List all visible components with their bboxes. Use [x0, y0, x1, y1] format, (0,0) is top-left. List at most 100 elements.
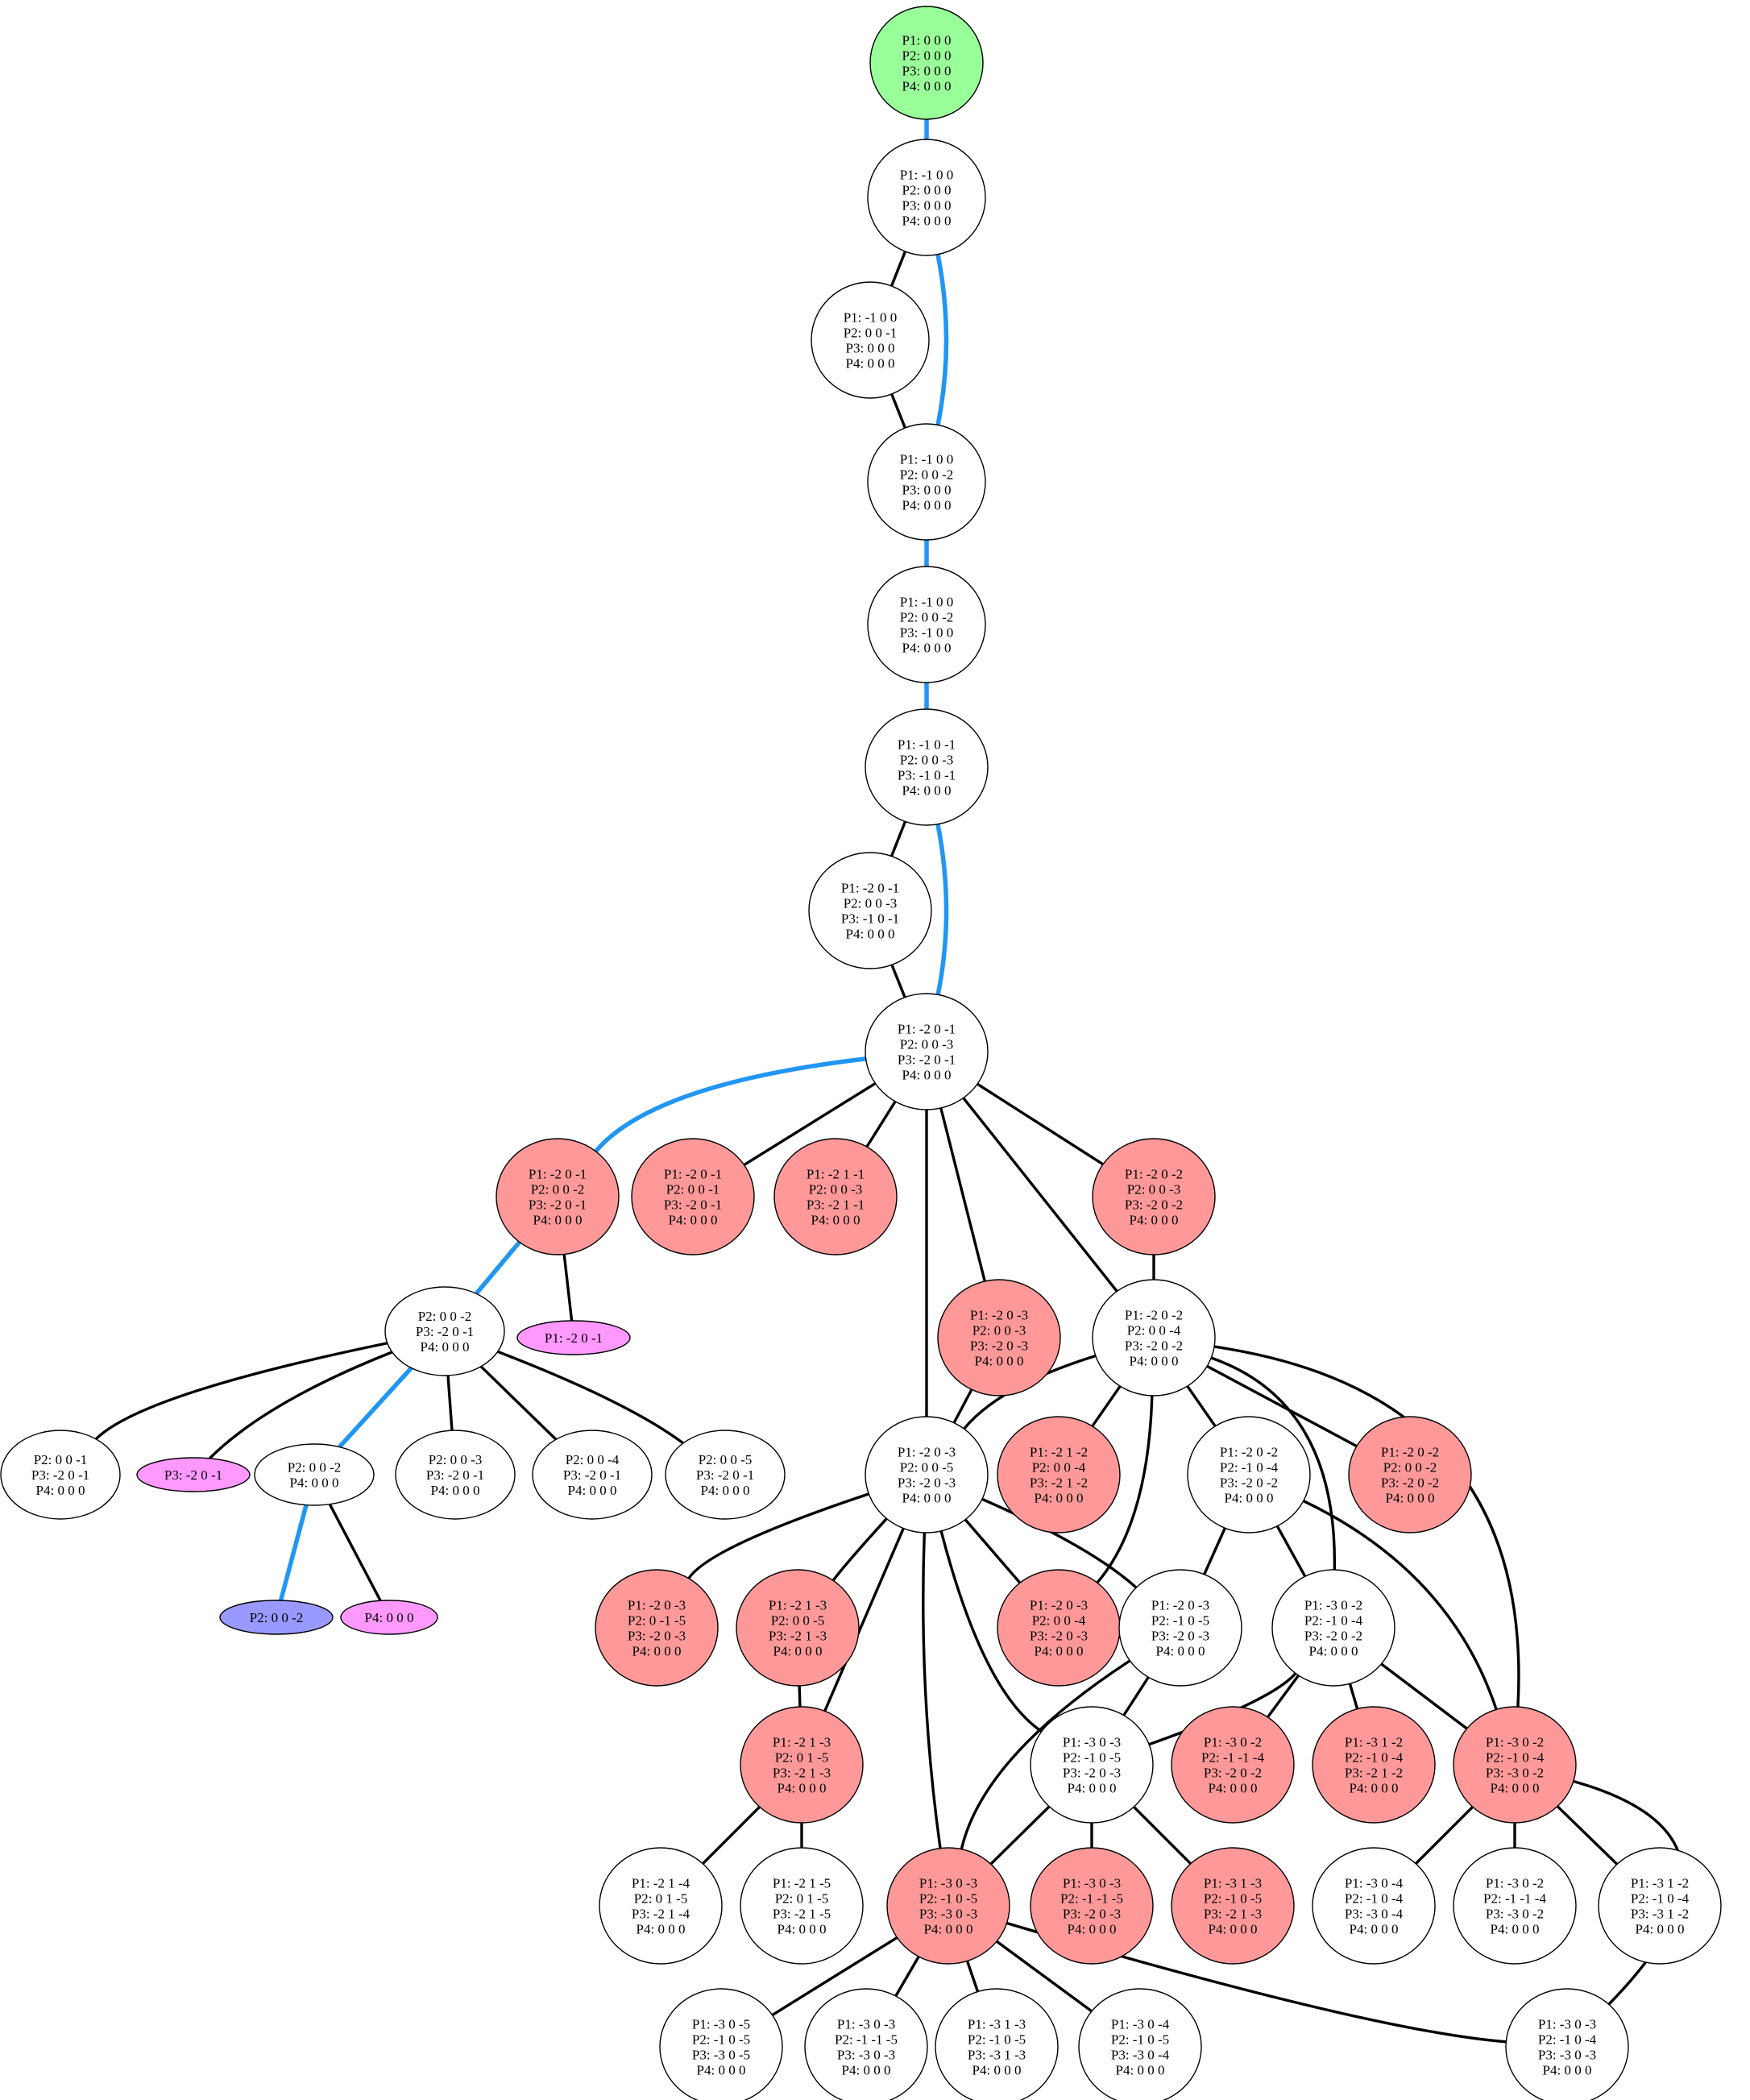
- node-label-line: P2: 0 1 -5: [775, 1891, 829, 1907]
- edge-n22-n31: [981, 1497, 1138, 1589]
- node-label-line: P3: -2 0 -1: [426, 1467, 484, 1483]
- state-node-n7: P1: -2 0 -1P2: 0 0 -3P3: -2 0 -1P4: 0 0 …: [865, 993, 989, 1110]
- state-node-n19: P2: 0 0 -3P3: -2 0 -1P4: 0 0 0: [395, 1430, 516, 1520]
- node-label-line: P3: -2 1 -3: [769, 1629, 827, 1644]
- state-node-n43: P1: -3 0 -4P2: -1 0 -4P3: -3 0 -4P4: 0 0…: [1312, 1847, 1436, 1965]
- node-shape-dead_end: [631, 1138, 755, 1255]
- node-label-line: P2: 0 0 -3: [844, 896, 898, 911]
- node-label-line: P4: 0 0 0: [902, 1068, 952, 1083]
- node-shape-default: [865, 993, 989, 1110]
- node-label-line: P4: 0 0 0: [1225, 1491, 1274, 1506]
- node-label-line: P1: -2 0 -3: [1151, 1598, 1209, 1613]
- edge-n12-n17: [208, 1351, 393, 1460]
- node-label-line: P2: 0 0 -3: [809, 1182, 863, 1197]
- node-label-line: P4: 0 0 0: [902, 498, 952, 513]
- node-shape-dead_end: [595, 1569, 719, 1687]
- node-shape-default: [659, 1988, 783, 2100]
- solution-edge-n5-n7: [935, 824, 949, 995]
- edge-n15-n25: [1206, 1364, 1358, 1448]
- node-label-line: P3: -2 0 -2: [1125, 1197, 1183, 1213]
- edge-n40-n49: [996, 1940, 1093, 2013]
- node-label-line: P2: 0 0 -2: [900, 610, 954, 625]
- state-node-n32: P1: -3 0 -2P2: -1 0 -4P3: -2 0 -2P4: 0 0…: [1271, 1569, 1395, 1687]
- node-label-line: P2: -1 0 -4: [1220, 1460, 1279, 1475]
- node-label-line: P3: -1 0 -1: [841, 911, 899, 927]
- node-label-line: P2: 0 0 -4: [1032, 1613, 1086, 1629]
- node-label-line: P4: 0 0 0: [637, 1922, 686, 1937]
- node-label-line: P1: -3 1 -2: [1631, 1876, 1689, 1891]
- node-label-line: P4: 0 0 0: [842, 2063, 891, 2078]
- node-label-line: P2: 0 0 -1: [666, 1182, 720, 1197]
- node-label-line: P2: 0 0 -5: [900, 1460, 954, 1475]
- node-label-line: P1: -2 0 -2: [1125, 1167, 1183, 1182]
- node-label-line: P2: -1 0 -4: [1304, 1613, 1363, 1629]
- node-shape-default: [1030, 1706, 1154, 1824]
- node-label-line: P4: 0 0 0: [902, 641, 952, 656]
- node-shape-default: [599, 1847, 723, 1965]
- edge-n7-n11: [977, 1082, 1104, 1166]
- node-label-line: P1: -3 0 -3: [837, 2017, 895, 2032]
- state-node-n26: P2: 0 0 -2: [219, 1600, 334, 1635]
- node-label-line: P3: 0 0 0: [846, 341, 895, 356]
- state-node-n30: P1: -2 0 -3P2: 0 0 -4P3: -2 0 -3P4: 0 0 …: [997, 1569, 1121, 1687]
- node-label-line: P2: 0 0 -2: [1383, 1460, 1437, 1475]
- node-label-line: P3: -2 0 -3: [1030, 1629, 1088, 1644]
- node-label-line: P4: 0 0 0: [902, 783, 952, 799]
- state-node-n40: P1: -3 0 -3P2: -1 0 -5P3: -3 0 -3P4: 0 0…: [886, 1847, 1010, 1965]
- state-node-n38: P1: -2 1 -4P2: 0 1 -5P3: -2 1 -4P4: 0 0 …: [599, 1847, 723, 1965]
- node-label-line: P1: -3 0 -3: [1538, 2017, 1596, 2032]
- node-label-line: P2: 0 0 -4: [1032, 1460, 1086, 1475]
- edge-n15-n32: [1210, 1356, 1336, 1571]
- node-label-line: P4: 0 0 0: [421, 1339, 470, 1355]
- state-node-n18: P2: 0 0 -2P4: 0 0 0: [254, 1443, 375, 1506]
- node-shape-default: [532, 1430, 653, 1520]
- node-label-line: P1: -3 0 -4: [1345, 1876, 1404, 1891]
- node-label-line: P1: -1 0 0: [844, 310, 898, 326]
- node-label-line: P4: 0 0 0: [1350, 1781, 1399, 1796]
- node-label-line: P3: -2 1 -2: [1030, 1475, 1088, 1491]
- node-shape-dead_end: [736, 1569, 860, 1687]
- state-node-n13: P1: -2 0 -1: [516, 1320, 631, 1355]
- node-label-line: P2: -1 0 -4: [1345, 1750, 1404, 1766]
- node-label-line: P3: -2 0 -2: [1125, 1338, 1183, 1354]
- edge-n29-n33: [798, 1685, 802, 1708]
- edge-n14-n22: [952, 1388, 973, 1424]
- node-label-line: P2: 0 0 -3: [900, 753, 954, 768]
- node-label-line: P3: -2 0 -1: [529, 1197, 587, 1213]
- node-label-line: P1: -2 0 -3: [970, 1308, 1028, 1323]
- node-shape-default: [867, 566, 986, 683]
- node-label-line: P4: 0 0 0: [924, 1922, 973, 1937]
- state-node-n5: P1: -1 0 -1P2: 0 0 -3P3: -1 0 -1P4: 0 0 …: [865, 708, 989, 826]
- solution-edge-n7-n8: [594, 1056, 866, 1153]
- edge-n31-n40: [960, 1659, 1131, 1850]
- node-label-line: P4: 0 0 0: [632, 1644, 682, 1659]
- node-label-line: P4: 0 0 0: [1130, 1213, 1179, 1228]
- edge-n37-n45: [1556, 1805, 1619, 1866]
- state-node-n3: P1: -1 0 0P2: 0 0 -2P3: 0 0 0P4: 0 0 0: [867, 423, 986, 541]
- node-label-line: P3: -3 0 -3: [1538, 2048, 1596, 2063]
- node-label-line: P4: 0 0 0: [568, 1483, 617, 1498]
- node-label-line: P4: 0 0 0: [1035, 1644, 1084, 1659]
- node-shape-default: [254, 1443, 375, 1506]
- node-shape-default: [1453, 1847, 1577, 1965]
- node-label-line: P2: 0 0 -2: [418, 1309, 472, 1324]
- node-label-line: P1: -2 0 -1: [545, 1330, 603, 1346]
- solution-edge-n12-n18: [338, 1366, 413, 1449]
- node-label-line: P3: -2 1 -1: [807, 1197, 865, 1213]
- state-node-n37: P1: -3 0 -2P2: -1 0 -4P3: -3 0 -2P4: 0 0…: [1453, 1706, 1577, 1824]
- node-label-line: P3: -2 0 -2: [1204, 1766, 1262, 1781]
- node-label-line: P3: 0 0 0: [902, 483, 952, 498]
- node-label-line: P1: -3 1 -3: [1204, 1876, 1262, 1891]
- node-label-line: P1: -1 0 -1: [898, 737, 956, 753]
- node-label-line: P1: -2 1 -5: [773, 1876, 831, 1891]
- nodes-layer: P1: 0 0 0P2: 0 0 0P3: 0 0 0P4: 0 0 0P1: …: [0, 6, 1722, 2100]
- state-node-n20: P2: 0 0 -4P3: -2 0 -1P4: 0 0 0: [532, 1430, 653, 1520]
- state-node-n48: P1: -3 1 -3P2: -1 0 -5P3: -3 1 -3P4: 0 0…: [935, 1988, 1059, 2100]
- node-label-line: P2: -1 0 -4: [1345, 1891, 1404, 1907]
- node-label-line: P3: -1 0 0: [900, 625, 954, 641]
- node-label-line: P4: 0 0 0: [1035, 1491, 1084, 1506]
- edge-n22-n28: [687, 1492, 869, 1579]
- state-node-n6: P1: -2 0 -1P2: 0 0 -3P3: -1 0 -1P4: 0 0 …: [808, 852, 932, 969]
- node-label-line: P1: -2 0 -1: [664, 1167, 722, 1182]
- node-label-line: P3: -2 1 -5: [773, 1907, 831, 1922]
